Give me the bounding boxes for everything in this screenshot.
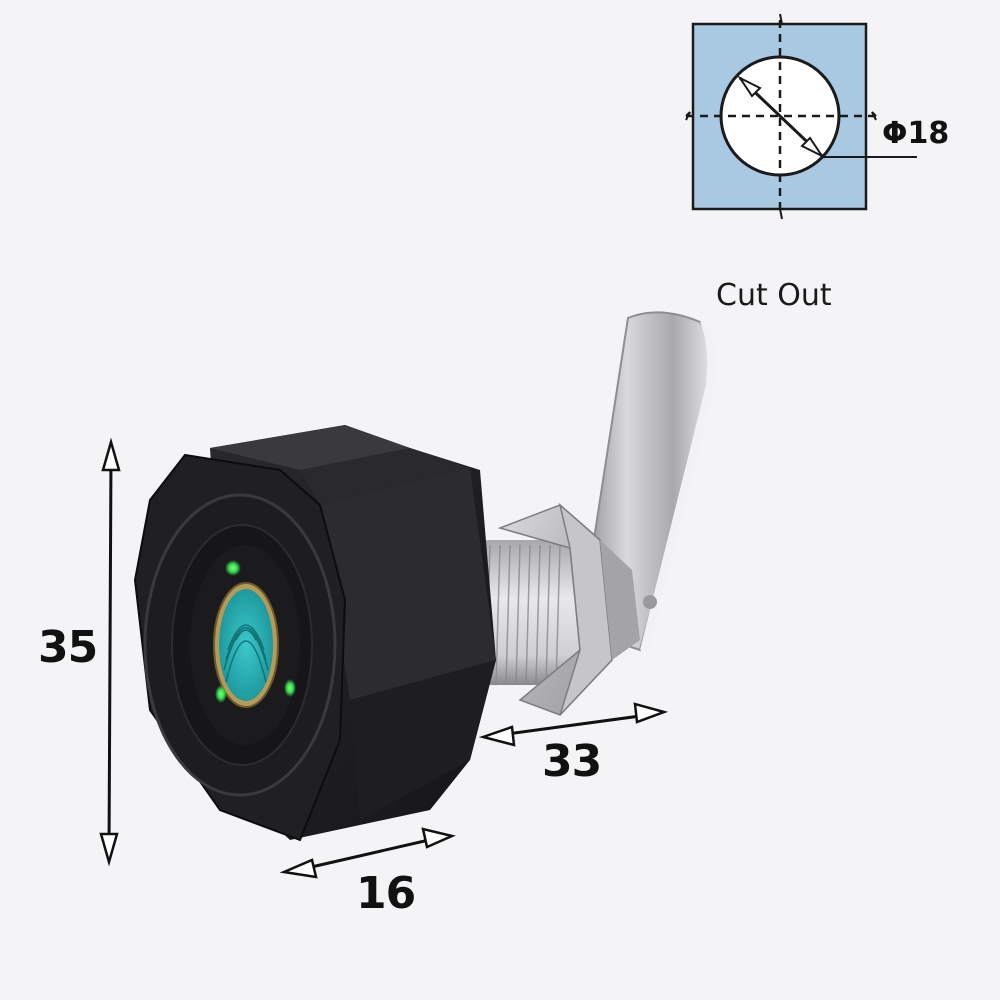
- length-dimension-label: 33: [542, 736, 602, 787]
- led-right: [284, 679, 296, 697]
- depth-dimension-label: 16: [356, 868, 416, 919]
- dimension-arrow-35: [99, 437, 121, 867]
- height-dimension-label: 35: [38, 622, 98, 673]
- cutout-diagram: [685, 13, 917, 220]
- led-left: [215, 685, 227, 703]
- hex-nut: [497, 502, 640, 716]
- led-indicators: [215, 560, 296, 703]
- cutout-title: Cut Out: [716, 278, 832, 313]
- dimension-arrow-33: [478, 702, 669, 747]
- fingerprint-sensor: [213, 582, 279, 708]
- lock-body: [133, 425, 496, 842]
- cutout-diameter-label: Φ18: [882, 116, 950, 151]
- led-top: [225, 560, 241, 576]
- dimension-arrow-16: [279, 827, 456, 879]
